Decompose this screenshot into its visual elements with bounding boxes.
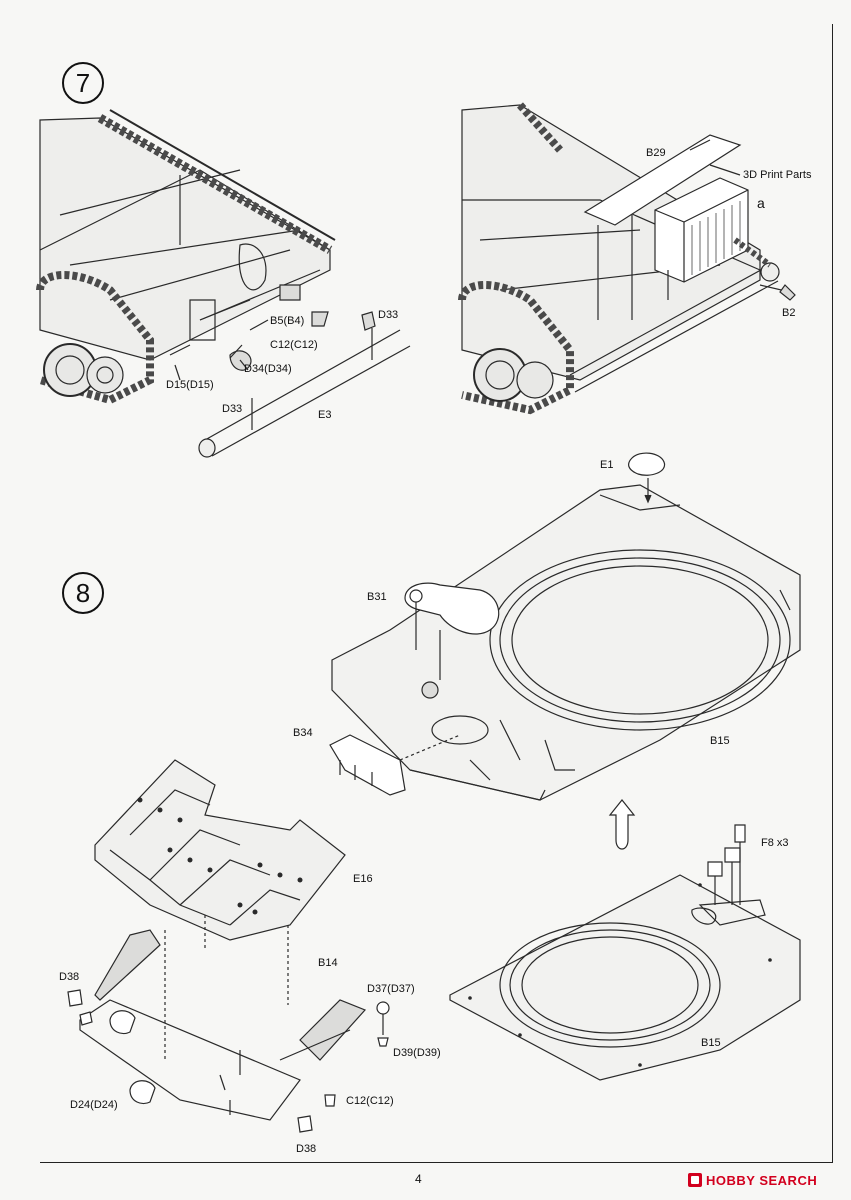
label-3d-print-parts: 3D Print Parts (743, 169, 812, 181)
label-d33-upper: D33 (378, 309, 399, 321)
e16-plate-drawing (67, 759, 390, 1133)
label-d38-left: D38 (59, 971, 80, 983)
label-c12-c12-lower: C12(C12) (346, 1095, 394, 1107)
label-d24-d24: D24(D24) (70, 1099, 118, 1111)
step-7-number-text: 7 (75, 68, 91, 98)
label-f8-x3: F8 x3 (761, 837, 789, 849)
label-d39-d39: D39(D39) (393, 1047, 441, 1059)
label-c12-c12: C12(C12) (270, 339, 318, 351)
label-d38-bottom: D38 (296, 1143, 317, 1155)
step-7-number: 7 (62, 62, 104, 104)
label-b15-upper: B15 (710, 735, 730, 747)
label-part-a: a (757, 195, 765, 211)
label-d34-d34: D34(D34) (244, 363, 292, 375)
hobby-search-logo-icon (688, 1173, 702, 1187)
b15-underside-drawing (449, 824, 801, 1081)
label-b2: B2 (782, 307, 796, 319)
label-d15-d15: D15(D15) (166, 379, 214, 391)
label-e1: E1 (600, 459, 614, 471)
label-e3: E3 (318, 409, 332, 421)
label-b29: B29 (646, 147, 666, 159)
label-b31: B31 (367, 591, 387, 603)
label-e16: E16 (353, 873, 373, 885)
label-d37-d37: D37(D37) (367, 983, 415, 995)
step-8-number: 8 (62, 572, 104, 614)
step-8-number-text: 8 (75, 578, 91, 608)
page-number: 4 (415, 1172, 422, 1186)
turret-floor-drawing (329, 452, 801, 801)
label-b14: B14 (318, 957, 338, 969)
label-b15-lower: B15 (701, 1037, 721, 1049)
chassis-left-drawing (36, 109, 411, 458)
watermark-text: HOBBY SEARCH (706, 1172, 818, 1188)
label-b34: B34 (293, 727, 313, 739)
label-d33-lower: D33 (222, 403, 243, 415)
label-b5-b4: B5(B4) (270, 315, 305, 327)
hobby-search-watermark: HOBBY SEARCH (688, 1171, 817, 1189)
chassis-right-drawing (458, 102, 796, 415)
page-border (40, 24, 833, 1163)
